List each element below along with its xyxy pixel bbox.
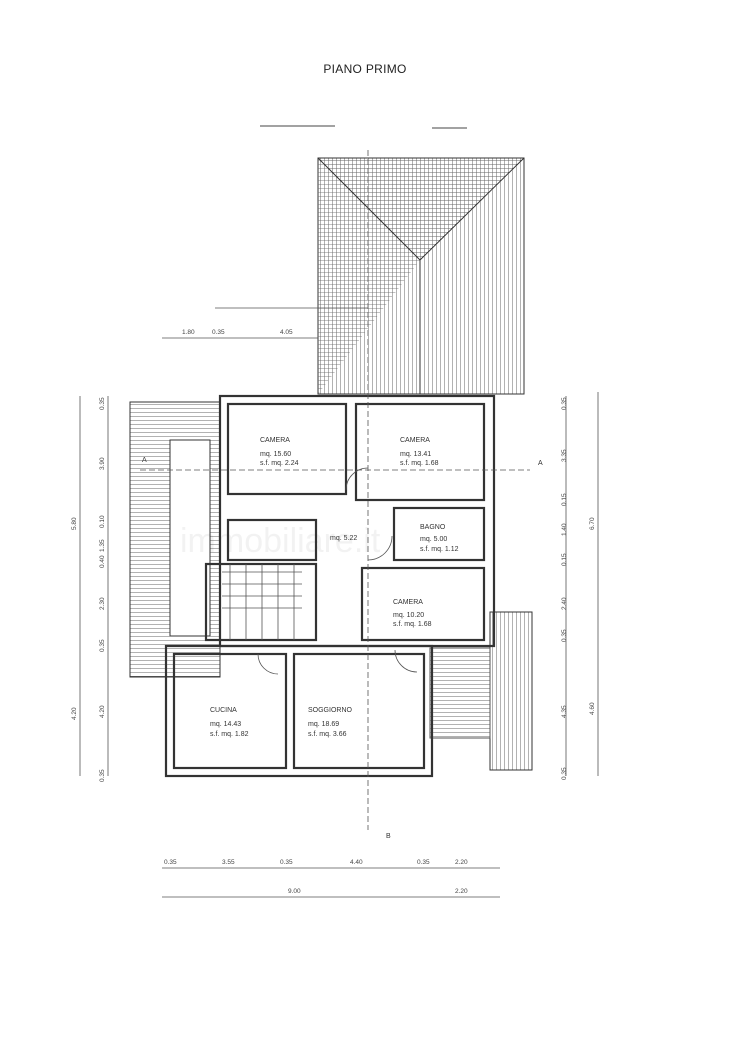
room-cucina: CUCINA mq. 14.43 s.f. mq. 1.82 xyxy=(210,707,249,738)
watermark: immobiliare.it xyxy=(180,522,381,560)
section-mark-a: A xyxy=(142,457,147,464)
svg-text:1.40: 1.40 xyxy=(561,523,568,536)
svg-text:2.30: 2.30 xyxy=(99,597,106,610)
svg-text:9.00: 9.00 xyxy=(288,888,301,895)
svg-text:mq. 15.60: mq. 15.60 xyxy=(260,451,291,458)
svg-text:4.05: 4.05 xyxy=(280,329,293,336)
svg-text:0.35: 0.35 xyxy=(212,329,225,336)
svg-text:2.20: 2.20 xyxy=(455,859,468,866)
svg-text:BAGNO: BAGNO xyxy=(420,524,446,531)
svg-text:CUCINA: CUCINA xyxy=(210,707,237,714)
svg-text:mq. 18.69: mq. 18.69 xyxy=(308,721,339,728)
svg-text:2.40: 2.40 xyxy=(561,597,568,610)
svg-text:4.60: 4.60 xyxy=(589,702,596,715)
svg-text:0.35: 0.35 xyxy=(164,859,177,866)
section-mark-b: B xyxy=(386,833,391,840)
svg-text:mq. 10.20: mq. 10.20 xyxy=(393,612,424,619)
svg-text:CAMERA: CAMERA xyxy=(393,599,423,606)
svg-text:3.55: 3.55 xyxy=(222,859,235,866)
svg-text:3.90: 3.90 xyxy=(99,457,106,470)
svg-text:5.80: 5.80 xyxy=(71,517,78,530)
svg-text:0.10: 0.10 xyxy=(99,515,106,528)
section-lines: A A B xyxy=(140,150,543,840)
room-soggiorno: SOGGIORNO mq. 18.69 s.f. mq. 3.66 xyxy=(308,707,353,738)
svg-text:6.70: 6.70 xyxy=(589,517,596,530)
svg-text:s.f. mq. 1.68: s.f. mq. 1.68 xyxy=(400,460,439,467)
svg-text:3.35: 3.35 xyxy=(561,449,568,462)
svg-text:s.f. mq. 2.24: s.f. mq. 2.24 xyxy=(260,460,299,467)
svg-text:SOGGIORNO: SOGGIORNO xyxy=(308,707,353,714)
svg-text:1.80: 1.80 xyxy=(182,329,195,336)
svg-text:mq. 5.00: mq. 5.00 xyxy=(420,536,447,543)
svg-text:0.35: 0.35 xyxy=(99,769,106,782)
svg-text:mq. 14.43: mq. 14.43 xyxy=(210,721,241,728)
svg-text:0.35: 0.35 xyxy=(280,859,293,866)
svg-text:4.20: 4.20 xyxy=(99,705,106,718)
svg-text:4.40: 4.40 xyxy=(350,859,363,866)
svg-text:0.35: 0.35 xyxy=(99,639,106,652)
svg-text:0.35: 0.35 xyxy=(99,397,106,410)
walls xyxy=(164,394,496,778)
room-camera-2: CAMERA mq. 13.41 s.f. mq. 1.68 xyxy=(400,437,439,467)
svg-text:mq. 13.41: mq. 13.41 xyxy=(400,451,431,458)
svg-text:2.20: 2.20 xyxy=(455,888,468,895)
svg-text:CAMERA: CAMERA xyxy=(400,437,430,444)
svg-text:4.35: 4.35 xyxy=(561,705,568,718)
room-bagno: BAGNO mq. 5.00 s.f. mq. 1.12 xyxy=(420,524,459,553)
svg-text:mq. 5.22: mq. 5.22 xyxy=(330,535,357,542)
svg-text:s.f. mq. 1.12: s.f. mq. 1.12 xyxy=(420,546,459,553)
svg-text:0.40: 0.40 xyxy=(99,555,106,568)
room-disimpegno: mq. 5.22 xyxy=(330,535,357,542)
svg-text:0.35: 0.35 xyxy=(561,629,568,642)
svg-text:0.15: 0.15 xyxy=(561,553,568,566)
svg-text:0.35: 0.35 xyxy=(417,859,430,866)
dimension-lines: 1.80 0.35 4.05 5.80 4.20 0.35 3.90 0.10 … xyxy=(71,329,599,898)
svg-text:0.35: 0.35 xyxy=(561,767,568,780)
svg-text:4.20: 4.20 xyxy=(71,707,78,720)
plan-title: PIANO PRIMO xyxy=(323,62,407,76)
svg-text:0.15: 0.15 xyxy=(561,493,568,506)
section-mark-a: A xyxy=(538,460,543,467)
svg-text:s.f. mq. 1.68: s.f. mq. 1.68 xyxy=(393,621,432,628)
svg-text:s.f. mq. 3.66: s.f. mq. 3.66 xyxy=(308,731,347,738)
svg-text:s.f. mq. 1.82: s.f. mq. 1.82 xyxy=(210,731,249,738)
roof-hatch xyxy=(129,157,533,771)
room-camera-3: CAMERA mq. 10.20 s.f. mq. 1.68 xyxy=(393,599,432,628)
svg-text:CAMERA: CAMERA xyxy=(260,437,290,444)
svg-text:1.35: 1.35 xyxy=(99,539,106,552)
room-camera-1: CAMERA mq. 15.60 s.f. mq. 2.24 xyxy=(260,437,299,467)
room-labels: CAMERA mq. 15.60 s.f. mq. 2.24 CAMERA mq. 1… xyxy=(210,437,459,738)
svg-text:0.35: 0.35 xyxy=(561,397,568,410)
